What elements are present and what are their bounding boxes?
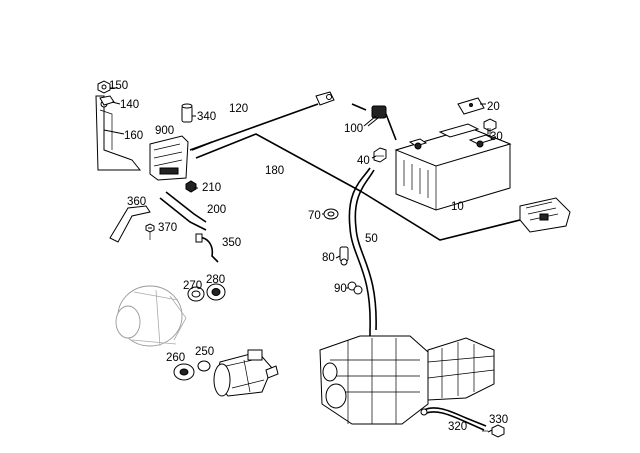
callout-40: 40	[357, 155, 370, 167]
alternator	[115, 285, 187, 347]
cap-250	[197, 360, 211, 372]
callout-280: 280	[206, 274, 225, 286]
callout-180: 180	[265, 165, 284, 177]
nut	[97, 80, 111, 94]
cable-350	[195, 233, 219, 263]
callout-160: 160	[124, 130, 143, 142]
callout-210: 210	[202, 182, 221, 194]
bolt-370	[145, 223, 155, 240]
callout-100: 100	[344, 123, 363, 135]
callout-80: 80	[322, 252, 335, 264]
callout-labels: 10 20 30 40 50 70 80 90 100 120 140 150 …	[109, 80, 508, 433]
battery	[394, 123, 512, 211]
bracket-360	[109, 205, 151, 243]
battery-sensor-connector	[351, 103, 397, 141]
hex-nut	[185, 180, 197, 193]
callout-900: 900	[155, 125, 174, 137]
sensor	[339, 246, 349, 266]
wire-harness	[189, 91, 529, 241]
ring-clips	[347, 281, 363, 295]
callout-30: 30	[490, 131, 503, 143]
callout-370: 370	[158, 222, 177, 234]
cover-plate	[457, 97, 485, 115]
engine-assembly	[319, 335, 495, 425]
cable-320	[420, 407, 487, 431]
callout-330: 330	[489, 414, 508, 426]
callout-200: 200	[207, 204, 226, 216]
callout-350: 350	[222, 237, 241, 249]
callout-260: 260	[166, 352, 185, 364]
cap-270	[187, 286, 205, 302]
cap-280	[206, 283, 226, 301]
leader-lines	[103, 87, 493, 433]
callout-70: 70	[308, 210, 321, 222]
callout-50: 50	[365, 233, 378, 245]
callout-20: 20	[487, 101, 500, 113]
bolt-330	[482, 424, 505, 438]
callout-320: 320	[448, 421, 467, 433]
control-unit	[149, 135, 189, 181]
callout-340: 340	[197, 111, 216, 123]
callout-90: 90	[334, 283, 347, 295]
cable-200	[159, 191, 207, 231]
callout-270: 270	[183, 280, 202, 292]
callout-250: 250	[195, 346, 214, 358]
callout-140: 140	[120, 99, 139, 111]
ground-cable	[348, 167, 377, 340]
bolt	[483, 118, 497, 136]
callout-150: 150	[109, 80, 128, 92]
terminal-clamp	[373, 147, 387, 163]
callout-120: 120	[229, 103, 248, 115]
cable-clip	[323, 208, 339, 220]
fuse-box	[519, 197, 571, 233]
callout-10: 10	[451, 201, 464, 213]
sleeve	[181, 103, 193, 123]
callout-360: 360	[127, 196, 146, 208]
cap-260	[173, 363, 195, 381]
starter-motor	[213, 349, 279, 397]
